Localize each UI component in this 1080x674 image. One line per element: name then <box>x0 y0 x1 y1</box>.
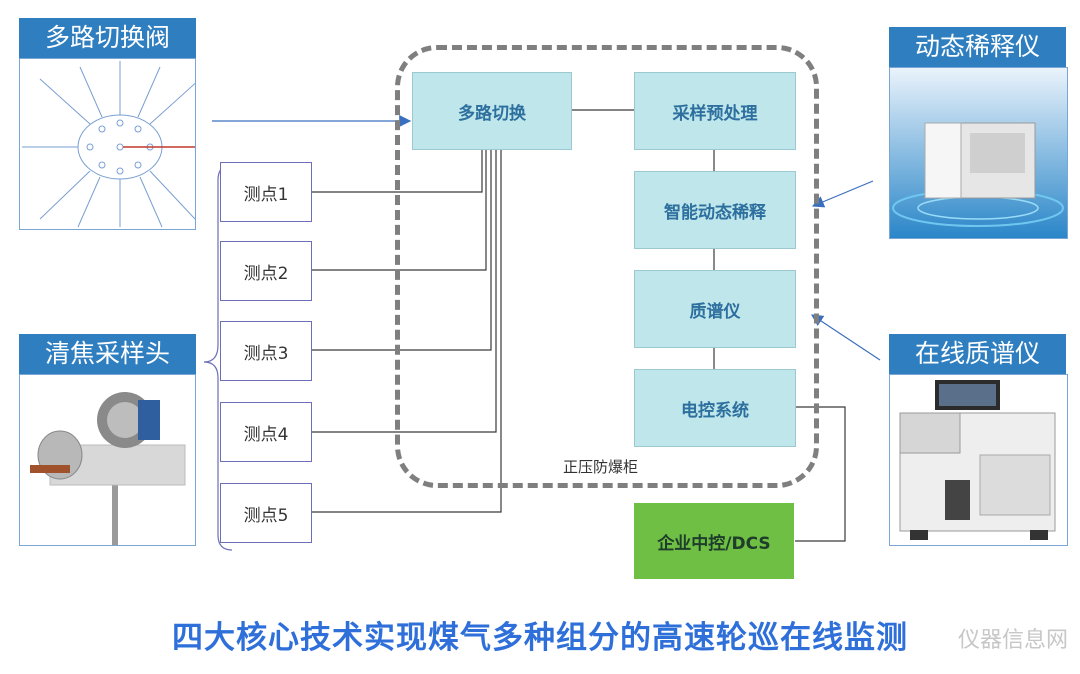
block-multiway-switch: 多路切换 <box>412 72 572 150</box>
block-mass-spectrometer: 质谱仪 <box>634 270 796 348</box>
watermark: 仪器信息网 <box>957 628 1068 653</box>
block-electric-control: 电控系统 <box>634 369 796 447</box>
measurement-point-2: 测点2 <box>220 241 312 301</box>
measurement-point-3: 测点3 <box>220 321 312 381</box>
line-control-dcs <box>795 406 846 542</box>
line-point3 <box>310 150 492 351</box>
valve-diagram <box>19 58 196 230</box>
cabinet-label: 正压防爆柜 <box>563 458 639 476</box>
points-bracket <box>203 164 233 551</box>
line-point1 <box>310 150 483 193</box>
measurement-point-4: 测点4 <box>220 402 312 462</box>
measurement-point-5: 测点5 <box>220 483 312 543</box>
label-dilution-instrument: 动态稀释仪 <box>889 27 1066 67</box>
line-point4 <box>310 150 497 433</box>
sampling-head-photo <box>19 374 196 546</box>
label-mass-spec: 在线质谱仪 <box>889 334 1066 374</box>
line-point2 <box>310 150 487 271</box>
dilution-instrument-photo <box>889 67 1068 239</box>
arrow-dilution-instrument <box>811 180 874 208</box>
block-enterprise-dcs: 企业中控/DCS <box>634 503 794 579</box>
arrow-mass-spec <box>810 314 881 361</box>
label-multiway-valve: 多路切换阀 <box>19 18 196 58</box>
page-title: 四大核心技术实现煤气多种组分的高速轮巡在线监测 <box>172 620 908 656</box>
block-smart-dilution: 智能动态稀释 <box>634 171 796 249</box>
explosion-proof-cabinet <box>395 45 819 488</box>
label-sampling-head: 清焦采样头 <box>19 334 196 374</box>
block-sampling-pretreatment: 采样预处理 <box>634 72 796 150</box>
mass-spec-photo <box>889 374 1068 546</box>
measurement-point-1: 测点1 <box>220 162 312 222</box>
line-point5 <box>310 150 502 513</box>
